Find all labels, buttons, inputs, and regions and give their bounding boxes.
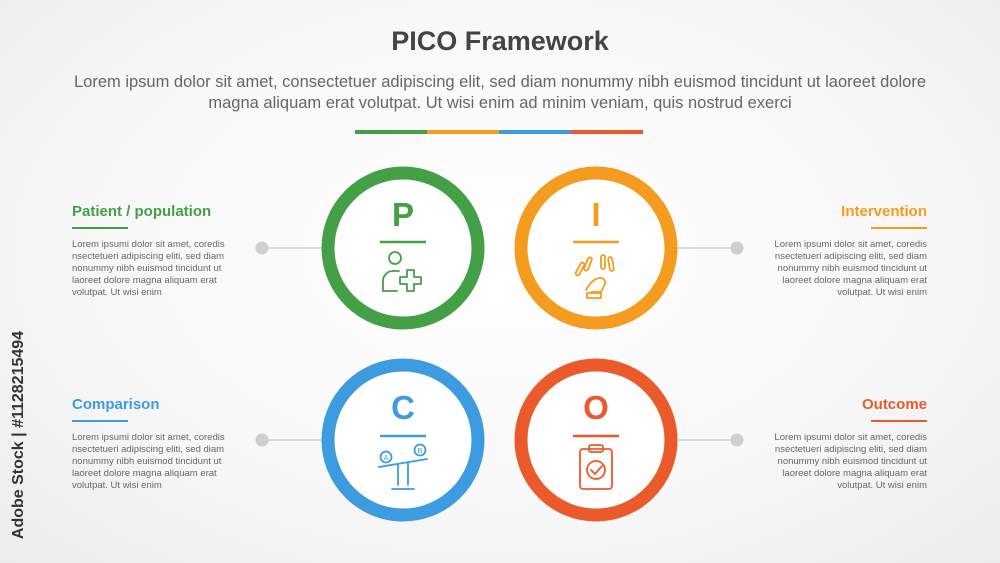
heading-outcome: Outcome [861,396,927,413]
connector-dot-o [730,433,744,447]
block-outcome: Outcome Lorem ipsumi dolor sit amet, cor… [759,396,927,492]
color-bar-segment-blue [499,130,571,134]
letter-i: I [591,196,601,233]
block-patient: Patient / population Lorem ipsumi dolor … [72,203,240,299]
color-bar-segment-green [355,130,427,134]
clipboard-check-icon [579,444,613,490]
color-bar-segment-orange [427,130,499,134]
heading-intervention: Intervention [841,203,927,220]
color-bar [355,130,643,134]
page-title: PICO Framework [391,26,609,56]
heading-comparison: Comparison [72,396,160,413]
heading-underline-outcome [871,420,927,422]
description-comparison: Lorem ipsumi dolor sit amet, coredis nse… [72,432,225,491]
description-patient: Lorem ipsumi dolor sit amet, coredis nse… [72,239,225,298]
svg-text:B: B [418,448,423,455]
ring-o [514,358,678,522]
description-outcome: Lorem ipsumi dolor sit amet, coredis nse… [774,432,927,491]
letter-o: O [583,389,609,426]
ring-c [321,358,485,522]
letter-p: P [391,196,414,233]
connector-dot-i [730,241,744,255]
description-intervention: Lorem ipsumi dolor sit amet, coredis nse… [774,239,927,298]
heading-underline-intervention [871,227,927,229]
svg-text:A: A [384,455,389,462]
ring-p [321,166,485,330]
letter-c: C [391,389,415,426]
heading-underline-comparison [72,420,128,422]
block-comparison: Comparison Lorem ipsumi dolor sit amet, … [72,396,240,492]
heading-underline-patient [72,227,128,229]
connector-dot-p [255,241,269,255]
connector-dot-c [255,433,269,447]
balance-scale-icon: A B [378,443,428,490]
color-bar-segment-red [571,130,643,134]
heading-patient: Patient / population [72,203,212,220]
block-intervention: Intervention Lorem ipsumi dolor sit amet… [759,203,927,299]
page-subtitle: Lorem ipsum dolor sit amet, consectetuer… [73,73,927,112]
hand-pills-icon [574,254,615,299]
ring-i [514,166,678,330]
patient-plus-icon [382,251,422,292]
